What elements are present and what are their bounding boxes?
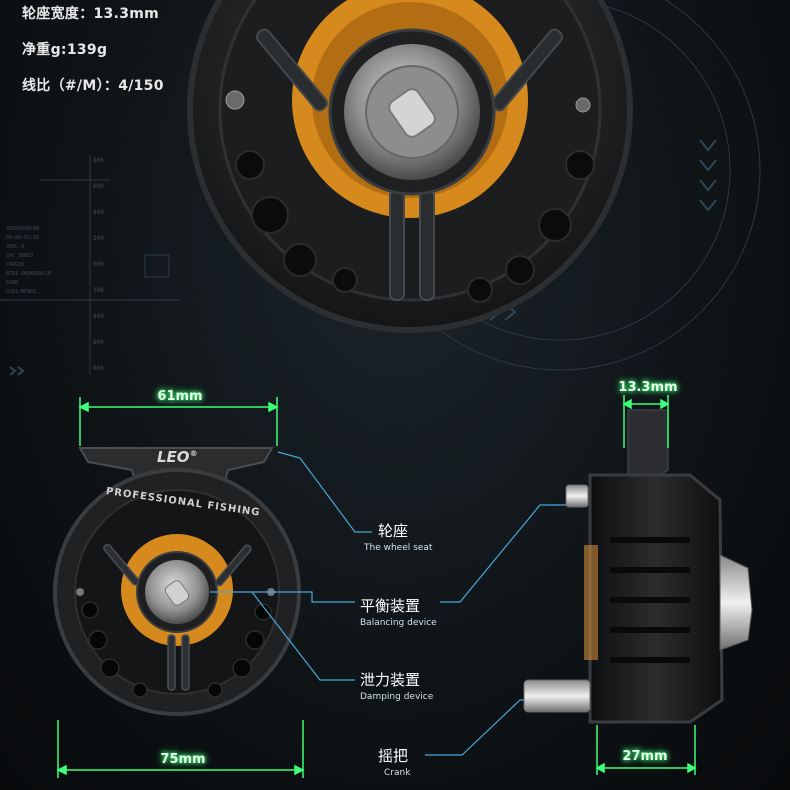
hud-scale-tick: 400 bbox=[93, 313, 104, 320]
hud-scale-tick: 800 bbox=[93, 365, 104, 372]
side-drag-cap bbox=[719, 554, 753, 651]
hud-scale-tick: 600 bbox=[93, 183, 104, 190]
hud-info-line: 630B bbox=[6, 280, 19, 286]
hud-scale-tick: 000 bbox=[93, 261, 104, 268]
hud-info-line: 2nC_JONI0 bbox=[6, 253, 34, 259]
hud-info-line: 00:00:02:05 bbox=[6, 235, 40, 241]
dim-seat-width: 61mm bbox=[157, 389, 203, 404]
side-screw bbox=[225, 90, 245, 110]
brand-logo: LEO® bbox=[157, 448, 198, 466]
callout-balancing-device: 平衡装置 Balancing device bbox=[360, 597, 437, 628]
dimension-lines bbox=[56, 395, 697, 778]
hud-scale-tick: 600 bbox=[93, 339, 104, 346]
spec-net-weight: 净重g:139g bbox=[22, 42, 108, 58]
balancing-knob bbox=[565, 484, 589, 508]
dim-foot-width: 13.3mm bbox=[618, 380, 678, 395]
hud-info-line: CCN1/MFA01 bbox=[6, 289, 37, 295]
spec-line-capacity: 线比（#/M）：4/150 bbox=[22, 78, 164, 94]
reel-closeup-body bbox=[187, 0, 633, 333]
spec-seat-width: 轮座宽度：13.3mm bbox=[22, 6, 160, 22]
hud-info-line: 2KSC-8 bbox=[6, 244, 25, 250]
dim-side-width: 27mm bbox=[622, 749, 668, 764]
hud-scale-tick: 800 bbox=[93, 157, 104, 164]
hud-scale-tick: 200 bbox=[93, 235, 104, 242]
callout-leaders bbox=[210, 451, 566, 756]
hud-info-line: CARGUD bbox=[6, 262, 25, 268]
hud-info-line: 2DX00XX8/88 bbox=[6, 226, 40, 232]
callout-damping-device: 泄力装置 Damping device bbox=[360, 671, 434, 702]
hud-scale-tick: 200 bbox=[93, 287, 104, 294]
hud-box-icon bbox=[144, 254, 170, 278]
crank-handle bbox=[523, 679, 591, 713]
dim-reel-diameter: 75mm bbox=[160, 752, 206, 767]
callout-crank: 摇把 Crank bbox=[378, 747, 411, 778]
hud-scale-tick: 400 bbox=[93, 209, 104, 216]
callout-wheel-seat: 轮座 The wheel seat bbox=[364, 522, 433, 553]
hud-info-line: BTN1 UNOKN08/LN bbox=[6, 271, 52, 277]
center-screw bbox=[388, 88, 436, 138]
